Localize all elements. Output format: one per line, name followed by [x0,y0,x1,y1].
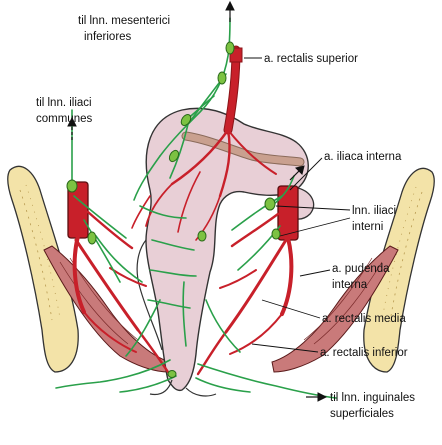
lymph-node [271,228,281,240]
label-pudenda-interna-2: interna [332,279,368,291]
label-mesenterici-2: inferiores [84,31,132,43]
pelvic-bone-right [363,167,435,373]
lymph-node [168,149,180,163]
lymph-vessels [55,17,337,399]
lymph-node [264,197,276,211]
label-iliaci-interni-2: interni [352,221,383,233]
lymph-node [66,179,78,193]
label-iliaci-interni-1: lnn. iliaci [352,205,396,217]
text-labels: til lnn. mesenterici inferiores a. recta… [36,15,415,420]
label-rectalis-inferior: a. rectalis inferior [320,347,408,359]
label-rectalis-superior: a. rectalis superior [264,53,358,65]
lymph-node [197,230,207,242]
label-iliaci-communes-1: til lnn. iliaci [36,97,92,109]
arrow-up-iliaci [67,116,77,127]
lymph-node [87,231,97,245]
lymph-node [180,114,192,126]
label-rectalis-media: a. rectalis media [322,313,406,325]
rectum [136,107,315,397]
lymph-node [225,41,235,55]
label-iliaca-interna: a. iliaca interna [324,151,402,163]
label-inguinales-1: til lnn. inguinales [330,392,415,404]
leader-lines [244,57,351,353]
lymph-nodes [66,41,281,378]
arrows [67,0,328,402]
arrow-up-mesenteric [225,0,235,11]
lymph-node [217,71,227,85]
pelvic-bone-left [7,165,79,373]
label-mesenterici-1: til lnn. mesenterici [78,15,170,27]
label-inguinales-2: superficiales [330,408,394,420]
arrow-right-iliac [295,165,305,175]
arrow-right-inguinal [317,392,328,402]
label-iliaci-communes-2: communes [36,113,92,125]
lymph-node [167,370,177,378]
label-pudenda-interna-1: a. pudenda [332,263,390,275]
